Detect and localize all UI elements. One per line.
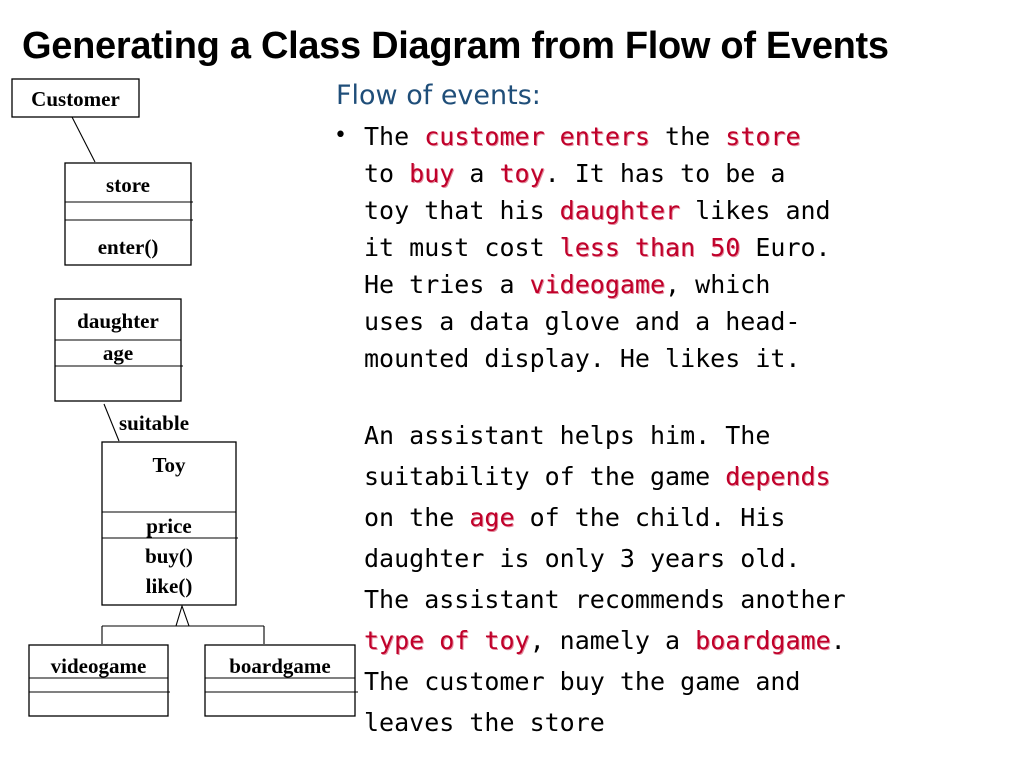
flow-text-segment: , namely a [529, 626, 696, 655]
class-toy-name: Toy [152, 453, 186, 477]
flow-text-segment: He tries a [364, 270, 530, 299]
class-boardgame[interactable]: boardgame [204, 644, 358, 717]
highlighted-term: daughter [559, 196, 681, 225]
flow-text-line: suitability of the game depends [364, 456, 1022, 497]
highlighted-term: depends [725, 462, 831, 491]
highlighted-term: type of toy [364, 626, 530, 655]
flow-text-segment: likes and [680, 196, 831, 225]
highlighted-term: age [469, 503, 515, 532]
class-customer-name: Customer [31, 87, 120, 111]
class-customer[interactable]: Customer [11, 78, 140, 118]
association-label-suitable: suitable [119, 411, 189, 435]
daughter-toy-association [103, 403, 120, 442]
class-store-operation: enter() [98, 235, 159, 259]
flow-text-segment: The assistant recommends another [364, 585, 846, 614]
flow-text-segment: . [830, 626, 846, 655]
flow-text-line: mounted display. He likes it. [364, 340, 1022, 377]
flow-text-segment: , which [665, 270, 771, 299]
class-daughter[interactable]: daughter age [54, 298, 183, 402]
flow-text-line: He tries a videogame, which [364, 266, 1022, 303]
class-daughter-attribute: age [103, 341, 133, 365]
flow-text-segment: mounted display. He likes it. [364, 344, 801, 373]
flow-text-segment: uses a data glove and a head- [364, 307, 801, 336]
flow-paragraph-2: An assistant helps him. The suitability o… [364, 415, 1022, 743]
highlighted-term: buy [409, 159, 455, 188]
flow-text-line: An assistant helps him. The [364, 415, 1022, 456]
flow-text-line: The assistant recommends another [364, 579, 1022, 620]
flow-text-line: on the age of the child. His [364, 497, 1022, 538]
bullet-marker: • [334, 123, 347, 148]
flow-text-segment: on the [364, 503, 470, 532]
flow-text-segment: The [364, 122, 425, 151]
class-store-name: store [106, 173, 150, 197]
class-toy-operation-like: like() [146, 574, 193, 598]
flow-text-segment: suitability of the game [364, 462, 726, 491]
class-store[interactable]: store enter() [64, 162, 193, 266]
highlighted-term: boardgame [695, 626, 831, 655]
flow-of-events-heading: Flow of events: [336, 80, 541, 111]
flow-text-segment: Euro. [740, 233, 831, 262]
flow-text-line: daughter is only 3 years old. [364, 538, 1022, 579]
highlighted-term: less than 50 [559, 233, 741, 262]
generalization-connector [101, 604, 265, 644]
highlighted-term: toy [499, 159, 545, 188]
flow-text-segment: toy that his [364, 196, 560, 225]
flow-text-segment: An assistant helps him. The [364, 421, 771, 450]
flow-text-line: to buy a toy. It has to be a [364, 155, 1022, 192]
flow-text-segment: a [454, 159, 500, 188]
flow-text-line: toy that his daughter likes and [364, 192, 1022, 229]
class-toy[interactable]: Toy price buy() like() [101, 441, 238, 606]
class-toy-operation-buy: buy() [145, 544, 193, 568]
flow-text-line: The customer buy the game and [364, 661, 1022, 702]
flow-text-line: type of toy, namely a boardgame. [364, 620, 1022, 661]
flow-text-line: The customer enters the store [364, 118, 1022, 155]
inheritance-triangle [175, 604, 190, 627]
flow-text-line: leaves the store [364, 702, 1022, 743]
class-boardgame-name: boardgame [229, 654, 331, 678]
flow-text-segment: The customer buy the game and [364, 667, 801, 696]
flow-text-line: uses a data glove and a head- [364, 303, 1022, 340]
flow-text-segment: of the child. His [514, 503, 786, 532]
class-daughter-name: daughter [77, 309, 159, 333]
highlighted-term: store [725, 122, 801, 151]
page-title: Generating a Class Diagram from Flow of … [22, 25, 889, 67]
highlighted-term: videogame [529, 270, 666, 299]
flow-text-segment: it must cost [364, 233, 560, 262]
flow-text-line: it must cost less than 50 Euro. [364, 229, 1022, 266]
class-toy-attribute: price [146, 514, 191, 538]
class-videogame-name: videogame [51, 654, 147, 678]
flow-text-segment: to [364, 159, 410, 188]
flow-text-segment: . It has to be a [544, 159, 786, 188]
class-videogame[interactable]: videogame [28, 644, 170, 717]
highlighted-term: customer enters [424, 122, 650, 151]
flow-text-segment: leaves the store [364, 708, 605, 737]
flow-text-segment: the [650, 122, 726, 151]
flow-text-segment: daughter is only 3 years old. [364, 544, 801, 573]
customer-store-association [71, 116, 96, 163]
